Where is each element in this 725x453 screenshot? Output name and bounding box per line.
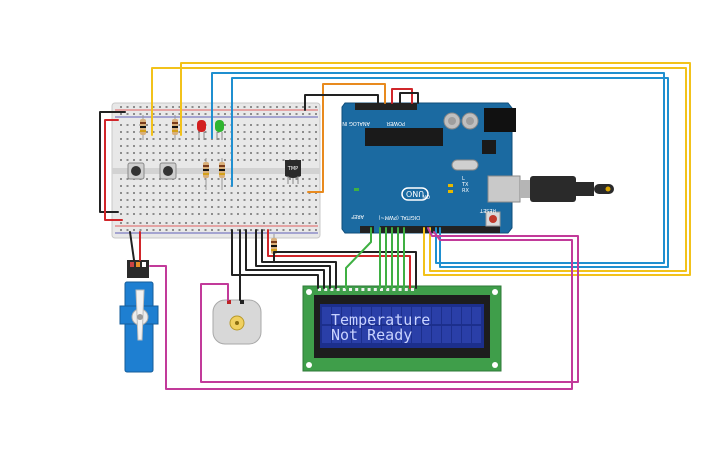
resistor-3 bbox=[203, 158, 209, 190]
arduino-power-label: POWER bbox=[386, 120, 405, 126]
resistor-4 bbox=[219, 158, 225, 190]
arduino-l-label: L bbox=[462, 176, 465, 182]
lcd-pin-header bbox=[318, 288, 414, 291]
arduino-digital-label: DIGITAL (PWM~) bbox=[378, 214, 420, 220]
pushbutton-2[interactable] bbox=[159, 162, 177, 180]
arduino-aref-label: AREF bbox=[351, 213, 364, 219]
resistor-2 bbox=[172, 115, 178, 140]
resistor-1 bbox=[140, 115, 146, 140]
dc-motor[interactable] bbox=[212, 299, 262, 345]
arduino-reset-label: RESET bbox=[479, 207, 496, 213]
wires bbox=[99, 62, 691, 390]
lcd-line-2: Not Ready bbox=[331, 326, 412, 344]
temperature-sensor[interactable]: TMP bbox=[285, 160, 301, 184]
led-green[interactable] bbox=[215, 120, 224, 140]
lcd-module[interactable]: Temperature Not Ready bbox=[302, 285, 502, 372]
lcd-line-1: Temperature bbox=[331, 311, 430, 329]
arduino-rx-label: RX bbox=[462, 188, 469, 194]
arduino-logo: UNO bbox=[406, 189, 424, 198]
breadboard[interactable] bbox=[111, 102, 321, 239]
arduino-analog-label: ANALOG IN bbox=[342, 120, 370, 126]
usb-cable bbox=[520, 176, 614, 202]
arduino-uno-board[interactable]: UNO ON TX RX L DIGITAL (PWM~) ANALOG IN … bbox=[341, 102, 521, 234]
arduino-on-label: ON bbox=[422, 193, 430, 199]
reset-button[interactable] bbox=[489, 215, 497, 223]
pushbutton-1[interactable] bbox=[127, 162, 145, 180]
lcd-pixel-grid bbox=[322, 307, 481, 343]
arduino-tx-label: TX bbox=[461, 182, 469, 188]
led-red[interactable] bbox=[197, 120, 206, 140]
sensor-label: TMP bbox=[287, 166, 298, 172]
servo-motor[interactable] bbox=[119, 260, 159, 373]
